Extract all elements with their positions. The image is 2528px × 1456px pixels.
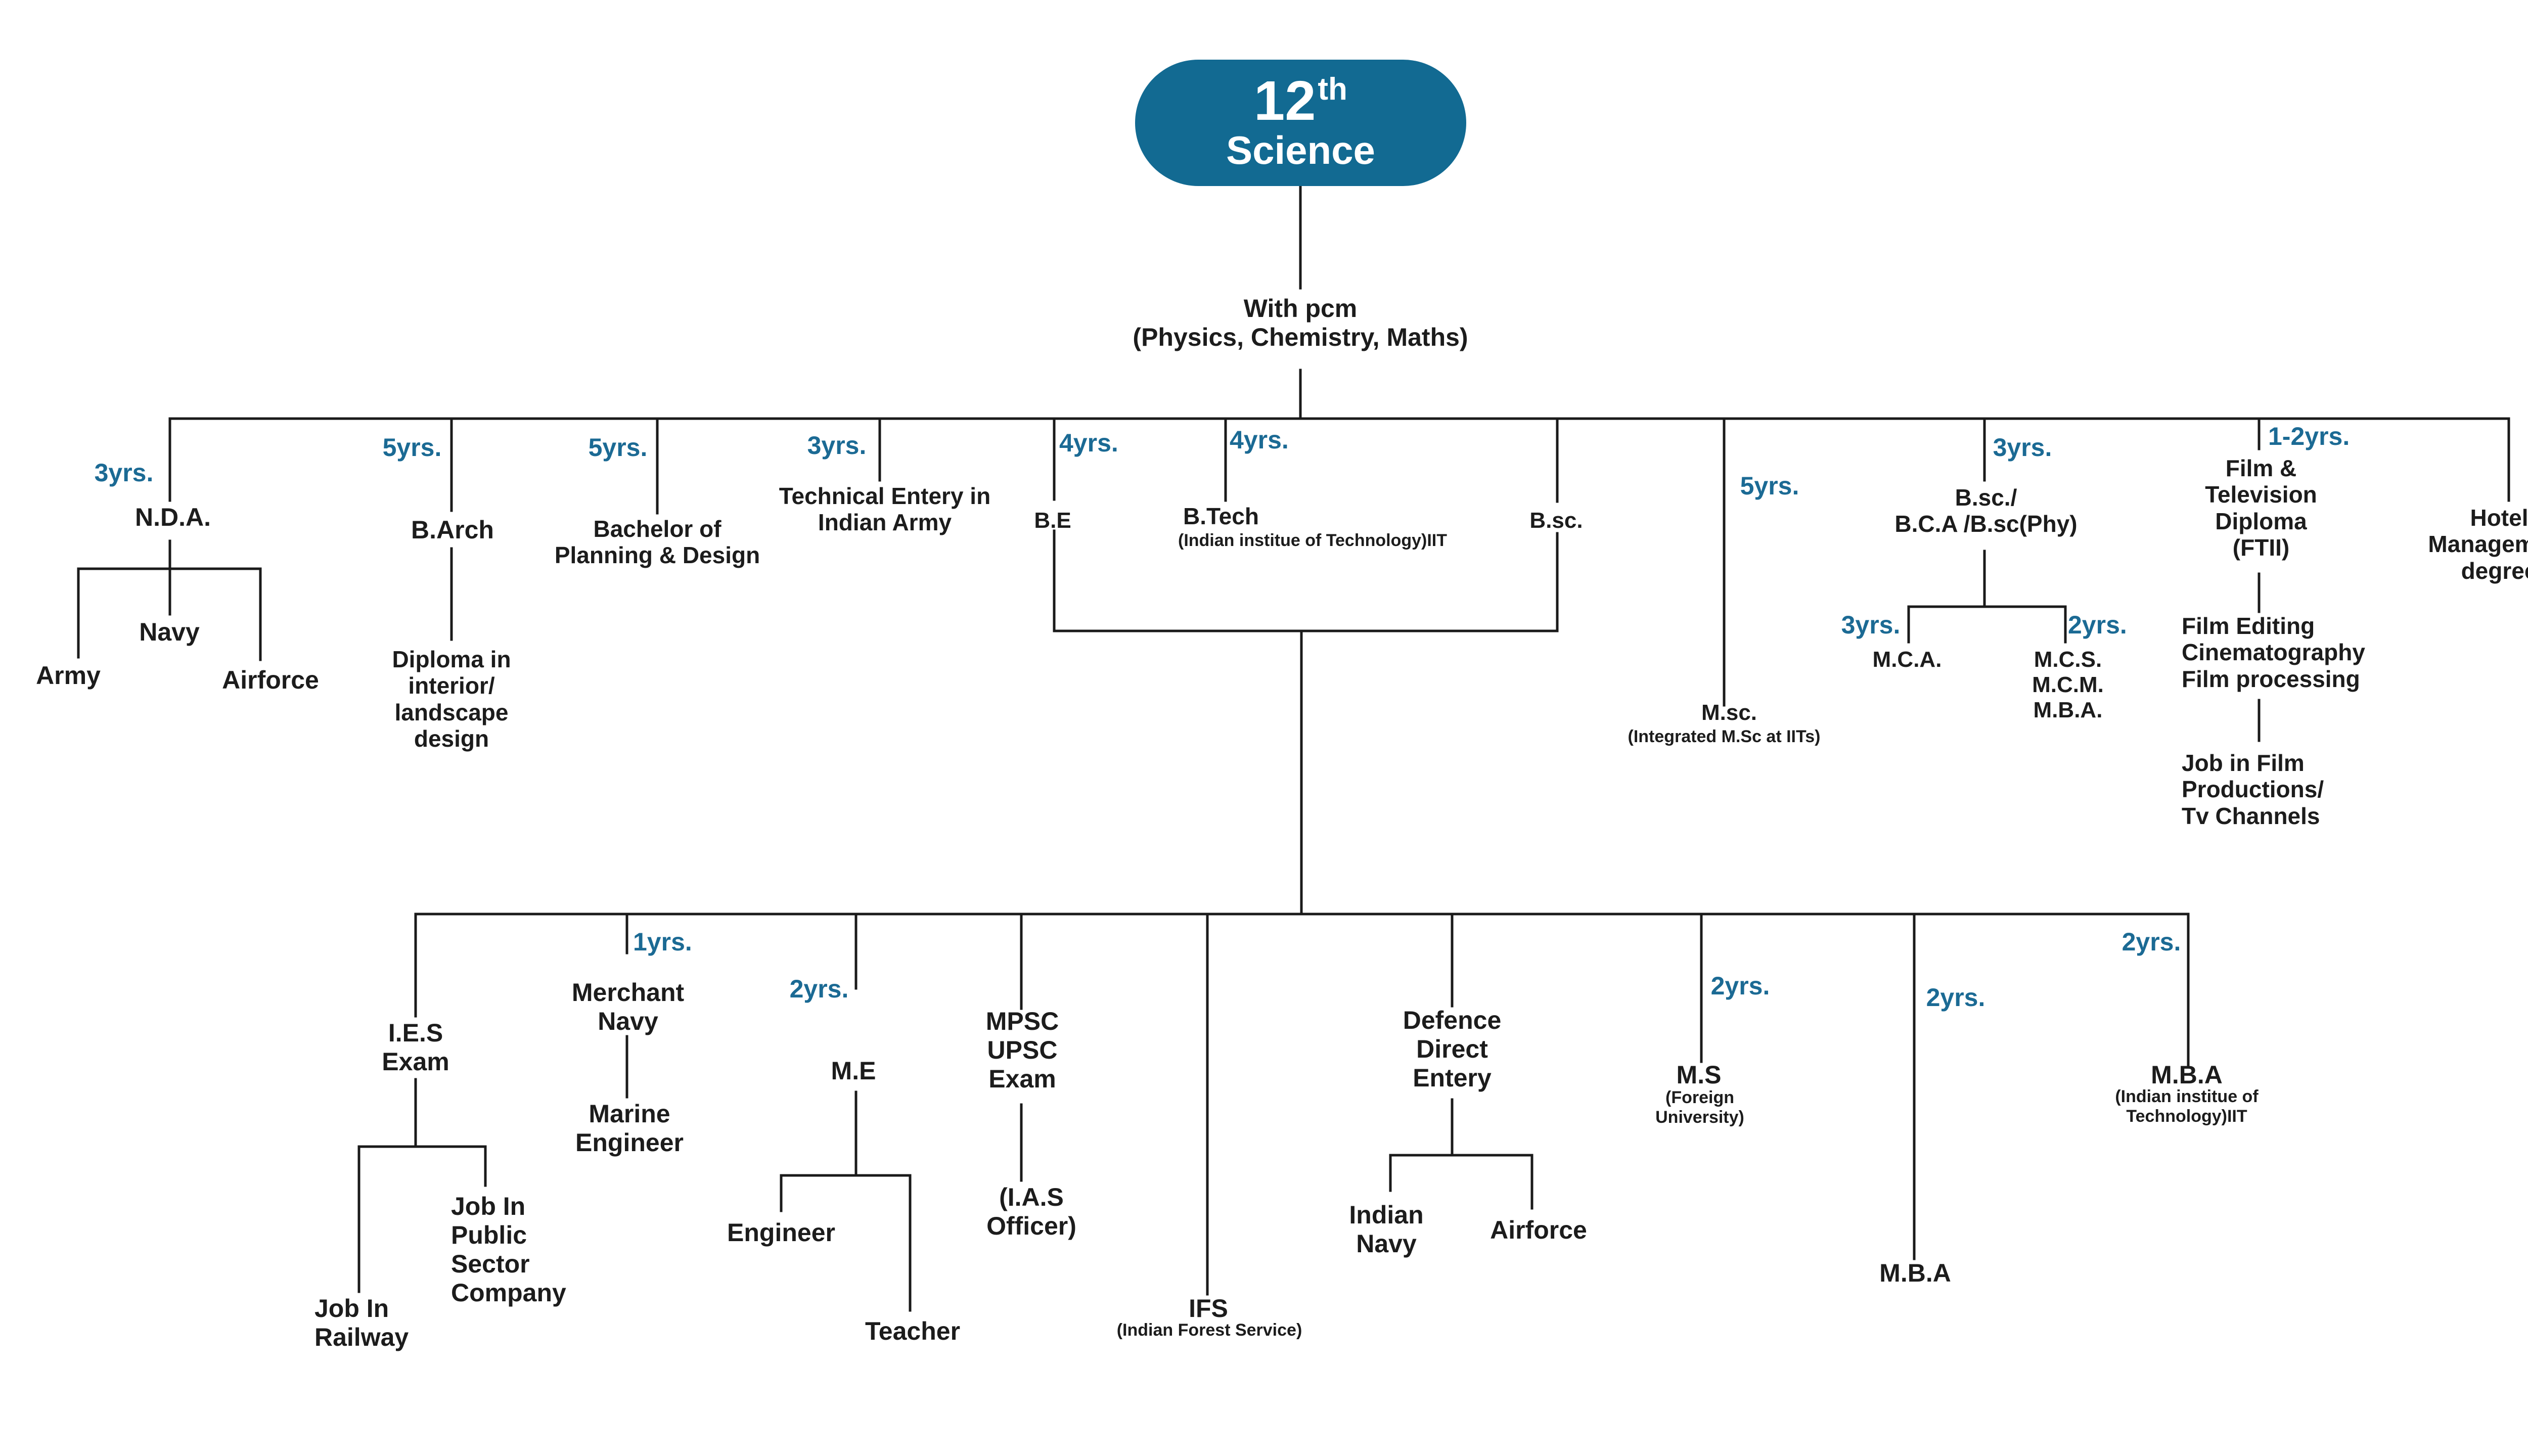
me-engineer: Engineer (727, 1218, 835, 1247)
mcs-years: 2yrs. (2068, 611, 2127, 639)
btech-node: B.Tech (1183, 503, 1259, 529)
be-years: 4yrs. (1059, 429, 1118, 457)
me-teacher: Teacher (865, 1317, 961, 1345)
nda-navy: Navy (139, 618, 200, 646)
hotel-node: Hotel Management degree (2428, 505, 2528, 584)
bsc-node: B.sc. (1529, 508, 1583, 533)
tech-army-node: Technical Entery in Indian Army (779, 483, 991, 536)
bca-node: B.sc./ B.C.A /B.sc(Phy) (1894, 484, 2078, 537)
me-years: 2yrs. (789, 975, 849, 1003)
pcm-node: With pcm (Physics, Chemistry, Maths) (1133, 294, 1468, 351)
mca-node: M.C.A. (1872, 647, 1942, 672)
ies-node: I.E.S Exam (382, 1019, 449, 1076)
film-jobs: Job in Film Productions/ Tv Channels (2182, 750, 2324, 829)
bpd-years: 5yrs. (588, 433, 648, 462)
merchant-years: 1yrs. (633, 928, 692, 956)
defence-node: Defence Direct Entery (1403, 1006, 1502, 1092)
mca-years: 3yrs. (1841, 611, 1901, 639)
merchant-node: Merchant Navy (571, 978, 685, 1035)
bpd-node: Bachelor of Planning & Design (554, 516, 760, 569)
ifs-node: IFS (1189, 1294, 1228, 1323)
root-stream: Science (1226, 128, 1375, 173)
mpsc-node: MPSC UPSC Exam (985, 1007, 1059, 1093)
ms-years: 2yrs. (1710, 972, 1770, 1000)
nda-node: N.D.A. (135, 503, 211, 531)
ies-railway: Job In Railway (314, 1294, 409, 1351)
btech-sub: (Indian institue of Technology)IIT (1178, 531, 1447, 550)
bca-years: 3yrs. (1993, 433, 2052, 462)
ms-node: M.S (1676, 1061, 1722, 1089)
defence-airforce: Airforce (1490, 1216, 1587, 1244)
root-title: 12th (1254, 70, 1347, 132)
mba-years: 2yrs. (1926, 983, 1985, 1012)
defence-navy: Indian Navy (1349, 1201, 1424, 1258)
nda-years: 3yrs. (94, 459, 154, 487)
barch-years: 5yrs. (382, 433, 442, 462)
barch-diploma: Diploma in interior/ landscape design (392, 646, 511, 752)
marine-engineer: Marine Engineer (575, 1100, 684, 1157)
ias-officer: (I.A.S Officer) (986, 1183, 1076, 1240)
msc-years: 5yrs. (1740, 472, 1799, 500)
root-node-12th-science: 12th Science (1135, 60, 1466, 186)
ms-sub: (Foreign University) (1655, 1088, 1744, 1127)
mba-iit-sub: (Indian institue of Technology)IIT (2115, 1087, 2259, 1126)
root-suffix: th (1318, 72, 1347, 107)
film-node: Film & Television Diploma (FTII) (2205, 455, 2317, 561)
me-node: M.E (831, 1057, 876, 1085)
barch-node: B.Arch (411, 516, 494, 544)
film-years: 1-2yrs. (2268, 422, 2350, 450)
btech-years: 4yrs. (1230, 426, 1289, 454)
mcs-node: M.C.S. M.C.M. M.B.A. (2032, 647, 2104, 723)
tech-army-years: 3yrs. (807, 431, 867, 460)
nda-airforce: Airforce (222, 666, 319, 694)
msc-node: M.sc. (1701, 700, 1757, 725)
ies-psu: Job In Public Sector Company (451, 1192, 566, 1307)
be-node: B.E (1034, 508, 1071, 533)
mba-iit-node: M.B.A (2151, 1061, 2223, 1089)
mba-iit-years: 2yrs. (2121, 928, 2181, 956)
msc-sub: (Integrated M.Sc at IITs) (1628, 727, 1821, 746)
nda-army: Army (36, 661, 101, 690)
mba-node: M.B.A (1879, 1259, 1951, 1287)
film-courses: Film Editing Cinematography Film process… (2182, 613, 2365, 692)
ifs-sub: (Indian Forest Service) (1116, 1321, 1302, 1340)
